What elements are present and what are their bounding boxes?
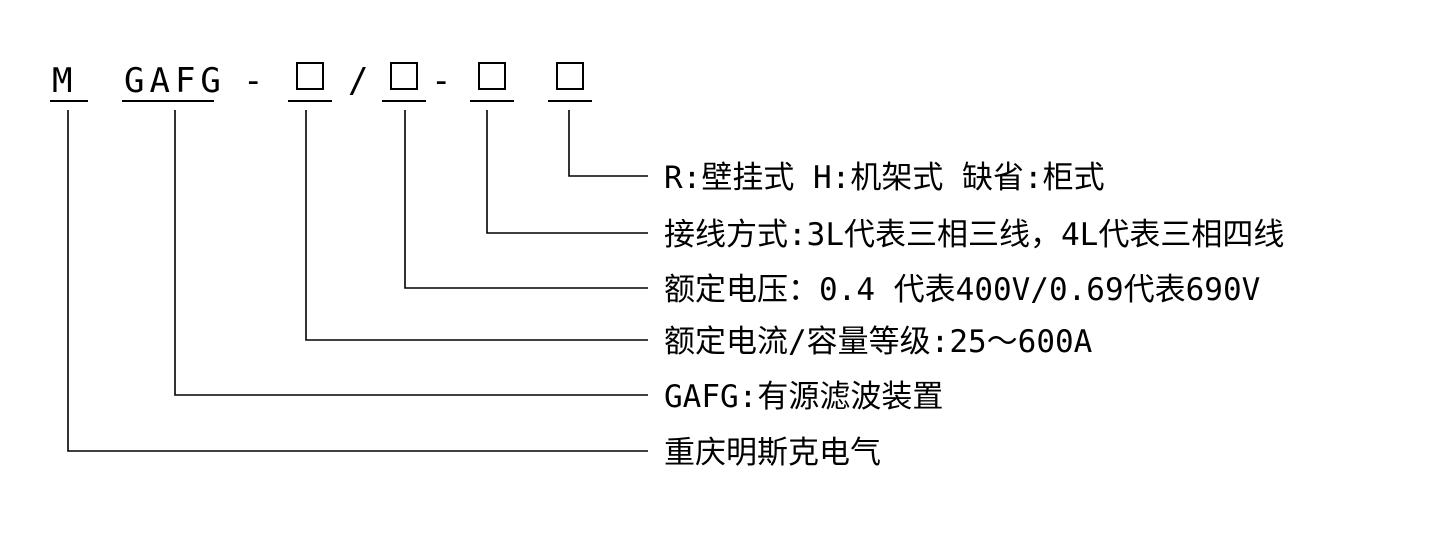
connector-model (174, 110, 648, 396)
model-underline (122, 100, 214, 102)
voltage-underline (382, 100, 426, 102)
code-slash: / (348, 61, 369, 101)
mount-underline (548, 100, 592, 102)
mount-placeholder-box (556, 62, 584, 90)
code-dash-2: - (431, 61, 452, 101)
voltage-placeholder-box (390, 62, 418, 90)
desc-rated-current: 额定电流/容量等级:25～600A (664, 324, 1093, 360)
connector-prefix (67, 110, 648, 452)
prefix-underline (50, 100, 88, 102)
connector-mount (568, 110, 648, 177)
wiring-underline (470, 100, 514, 102)
desc-model: GAFG:有源滤波装置 (664, 379, 944, 415)
connector-wiring (486, 110, 648, 234)
code-model: GAFG (124, 61, 226, 101)
connector-current (305, 110, 648, 341)
desc-manufacturer: 重庆明斯克电气 (664, 435, 881, 471)
current-placeholder-box (296, 62, 324, 90)
desc-rated-voltage: 额定电压：0.4 代表400V/0.69代表690V (664, 272, 1261, 308)
connector-voltage (404, 110, 648, 289)
desc-wiring-method: 接线方式:3L代表三相三线，4L代表三相四线 (664, 217, 1285, 253)
current-underline (288, 100, 332, 102)
wiring-placeholder-box (478, 62, 506, 90)
code-prefix: M (52, 61, 73, 101)
desc-mount-type: R:壁挂式 H:机架式 缺省:柜式 (664, 160, 1105, 196)
code-dash-1: - (243, 61, 264, 101)
